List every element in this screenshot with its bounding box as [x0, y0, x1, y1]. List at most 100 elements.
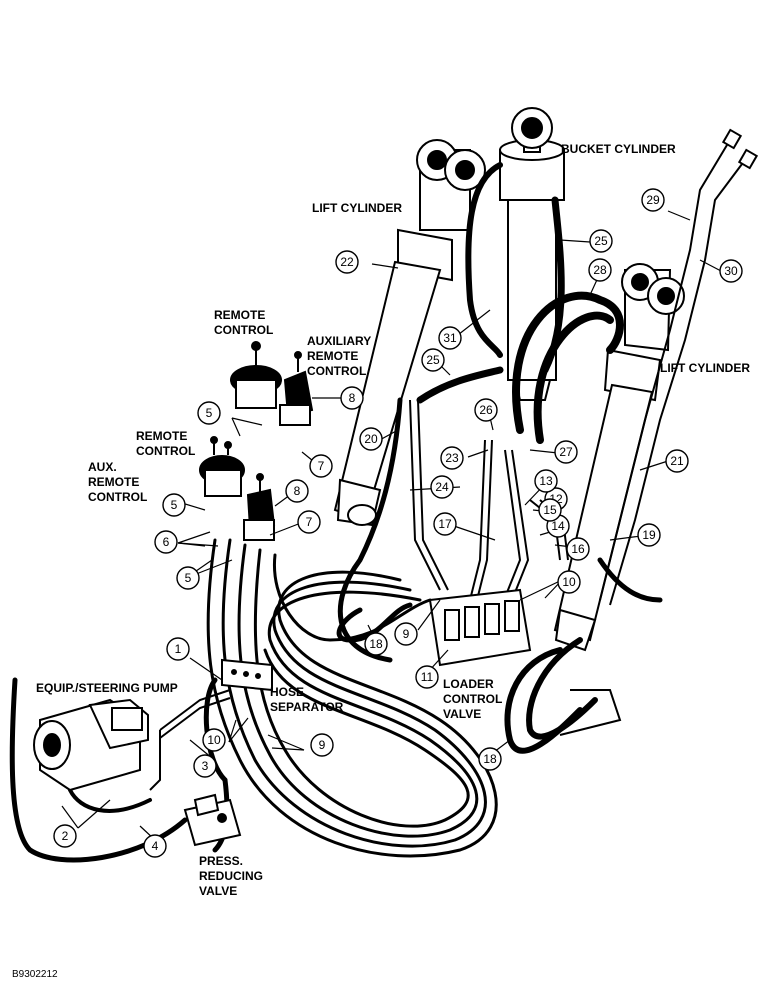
- hoses: [9, 162, 663, 863]
- callout-30: 30: [719, 259, 743, 283]
- callout-circle: [557, 570, 581, 594]
- callout-circle: [637, 523, 661, 547]
- aux-remote-control-top-label-3: CONTROL: [307, 364, 366, 378]
- callout-25: 25: [589, 229, 613, 253]
- remote-control-top-label-1: REMOTE: [214, 308, 265, 322]
- callout-number: 7: [318, 459, 325, 473]
- callout-16: 16: [566, 537, 590, 561]
- pressure-reducing-valve-label-2: REDUCING: [199, 869, 263, 883]
- part-labels: BUCKET CYLINDER LIFT CYLINDER LIFT CYLIN…: [12, 142, 750, 980]
- callout-number: 5: [171, 498, 178, 512]
- callout-8: 8: [285, 479, 309, 503]
- callout-number: 6: [163, 535, 170, 549]
- callout-29: 29: [641, 188, 665, 212]
- loader-control-valve: [428, 588, 532, 667]
- remote-control-mid: [199, 436, 245, 497]
- callout-17: 17: [433, 512, 457, 536]
- callout-number: 20: [364, 432, 378, 446]
- callout-24: 24: [430, 475, 454, 499]
- callout-number: 13: [539, 474, 553, 488]
- loader-control-valve-label-2: CONTROL: [443, 692, 502, 706]
- pump-label: EQUIP./STEERING PUMP: [36, 681, 178, 695]
- callout-circle: [176, 566, 200, 590]
- hose-separator-label-1: HOSE: [270, 685, 304, 699]
- callout-number: 25: [426, 353, 440, 367]
- callout-8: 8: [340, 386, 364, 410]
- hose-separator: [221, 658, 273, 692]
- callout-number: 16: [571, 542, 585, 556]
- callout-circle: [53, 824, 77, 848]
- callout-circle: [364, 632, 388, 656]
- callout-number: 7: [306, 515, 313, 529]
- equip-steering-pump: [33, 698, 149, 792]
- callout-2: 2: [53, 824, 77, 848]
- callout-circle: [538, 498, 562, 522]
- callout-circle: [474, 398, 498, 422]
- steel-lines-top: [599, 128, 759, 606]
- callout-circle: [534, 469, 558, 493]
- callout-9: 9: [310, 733, 334, 757]
- callout-31: 31: [438, 326, 462, 350]
- callout-number: 5: [206, 406, 213, 420]
- callout-number: 1: [175, 642, 182, 656]
- callout-number: 22: [340, 255, 354, 269]
- callout-6: 6: [154, 530, 178, 554]
- callout-number: 21: [670, 454, 684, 468]
- bucket-cylinder-label: BUCKET CYLINDER: [561, 142, 676, 156]
- loader-control-valve-label-1: LOADER: [443, 677, 494, 691]
- pressure-reducing-valve-label-1: PRESS.: [199, 854, 243, 868]
- callout-number: 28: [593, 263, 607, 277]
- callout-number: 24: [435, 480, 449, 494]
- callout-number: 19: [642, 528, 656, 542]
- lift-cylinder-left-label: LIFT CYLINDER: [312, 201, 402, 215]
- callout-circle: [478, 747, 502, 771]
- callout-circle: [589, 229, 613, 253]
- callout-13: 13: [534, 469, 558, 493]
- aux-remote-control-top-label-1: AUXILIARY: [307, 334, 371, 348]
- callout-circle: [438, 326, 462, 350]
- aux-remote-control-mid: [243, 473, 276, 541]
- callout-number: 18: [483, 752, 497, 766]
- callout-number: 8: [349, 391, 356, 405]
- callout-23: 23: [440, 446, 464, 470]
- callout-1: 1: [166, 637, 190, 661]
- callout-circle: [202, 728, 226, 752]
- callout-circle: [415, 665, 439, 689]
- callout-26: 26: [474, 398, 498, 422]
- remote-control-mid-label-2: CONTROL: [136, 444, 195, 458]
- callout-25: 25: [421, 348, 445, 372]
- aux-remote-control-top-label-2: REMOTE: [307, 349, 358, 363]
- remote-control-top: [230, 341, 282, 409]
- callout-number: 30: [724, 264, 738, 278]
- callout-number: 23: [445, 451, 459, 465]
- callout-number: 10: [562, 575, 576, 589]
- callout-number: 15: [543, 503, 557, 517]
- callout-number: 4: [152, 839, 159, 853]
- callout-number: 26: [479, 403, 493, 417]
- aux-remote-control-top: [279, 351, 314, 426]
- callout-circle: [394, 622, 418, 646]
- callout-number: 9: [319, 738, 326, 752]
- lift-cylinder-right-label: LIFT CYLINDER: [660, 361, 750, 375]
- loader-control-valve-label-3: VALVE: [443, 707, 481, 721]
- callout-circle: [197, 401, 221, 425]
- lift-cylinder-left: [333, 139, 486, 527]
- callout-circle: [166, 637, 190, 661]
- callout-27: 27: [554, 440, 578, 464]
- callout-circle: [154, 530, 178, 554]
- callout-circle: [297, 510, 321, 534]
- aux-remote-control-mid-label-1: AUX.: [88, 460, 117, 474]
- callout-number: 8: [294, 484, 301, 498]
- callout-21: 21: [665, 449, 689, 473]
- callout-number: 25: [594, 234, 608, 248]
- callout-7: 7: [297, 510, 321, 534]
- callout-circle: [554, 440, 578, 464]
- callout-number: 9: [403, 627, 410, 641]
- callout-5: 5: [176, 566, 200, 590]
- callout-number: 14: [551, 519, 565, 533]
- callout-9: 9: [394, 622, 418, 646]
- callout-3: 3: [193, 754, 217, 778]
- callout-number: 11: [421, 670, 434, 684]
